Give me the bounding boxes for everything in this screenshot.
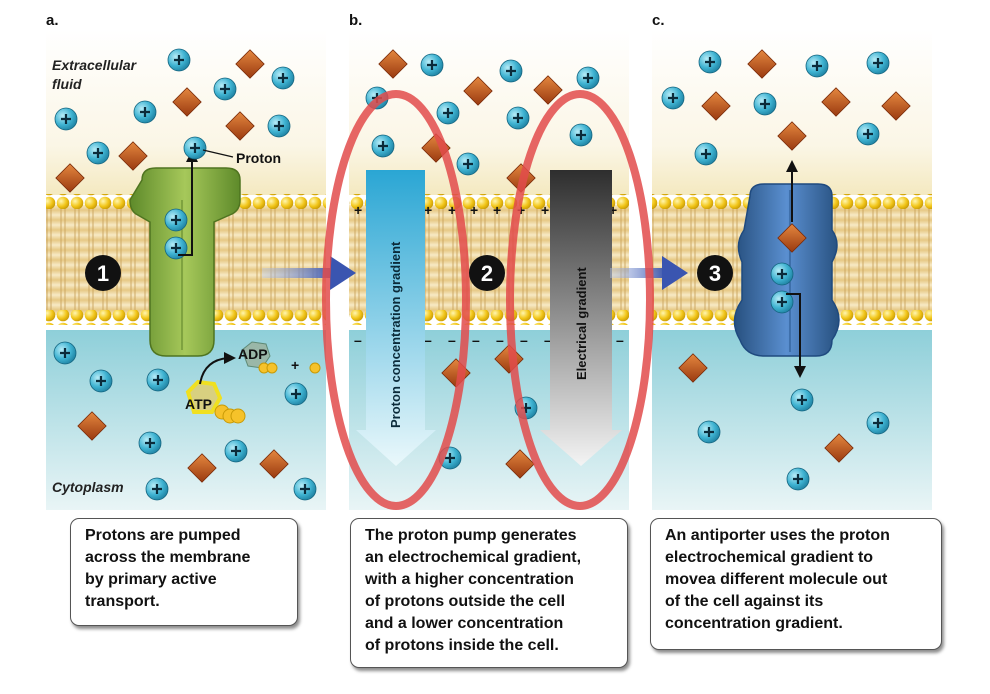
svg-text:–: – (616, 332, 624, 348)
svg-text:+: + (424, 202, 432, 218)
svg-text:+: + (470, 202, 478, 218)
step-circle-1: 1 (85, 255, 121, 291)
caption-c-line: of the cell against its (665, 593, 824, 610)
caption-c-line: electrochemical gradient to (665, 549, 874, 566)
svg-text:+: + (493, 202, 501, 218)
svg-text:+: + (448, 202, 456, 218)
adp-complex: ADP + (238, 341, 321, 374)
caption-b-line: The proton pump generates (365, 527, 577, 544)
atp-to-adp-arrow (199, 352, 236, 385)
caption-c-line: movea different molecule out (665, 571, 888, 588)
panel-letter-a: a. (46, 12, 59, 29)
caption-b-line: of protons outside the cell (365, 593, 566, 610)
caption-panel-a: Protons are pumped across the membrane b… (70, 518, 298, 626)
caption-a-line: by primary active (85, 571, 217, 588)
electrical-gradient-label: Electrical gradient (574, 267, 589, 380)
caption-b-line: with a higher concentration (365, 571, 574, 588)
caption-b-line: and a lower concentration (365, 615, 564, 632)
proton-callout: Proton (183, 136, 281, 166)
svg-text:–: – (544, 332, 552, 348)
caption-b-line: of protons inside the cell. (365, 637, 559, 654)
antiporter-molecule-path (777, 160, 807, 253)
antiporter-proton-path (770, 262, 806, 378)
electrical-gradient-arrow (540, 170, 622, 466)
caption-a-line: Protons are pumped (85, 527, 241, 544)
svg-text:–: – (520, 332, 528, 348)
atp-label: ATP (185, 396, 212, 412)
caption-panel-c: An antiporter uses the proton electroche… (650, 518, 942, 650)
svg-text:–: – (472, 332, 480, 348)
atp-complex: ATP (185, 379, 246, 424)
connector-arrow-b-to-c (610, 256, 688, 290)
step-number-3: 3 (709, 261, 721, 286)
svg-text:–: – (424, 332, 432, 348)
svg-text:–: – (354, 332, 362, 348)
phosphate-plus: + (291, 357, 299, 373)
proton-gradient-arrow (356, 170, 436, 466)
svg-text:+: + (517, 202, 525, 218)
cytoplasm-label: Cytoplasm (52, 479, 124, 495)
highlight-ring-proton-gradient (322, 90, 470, 510)
caption-a-line: transport. (85, 593, 160, 610)
extracellular-label-line-1: Extracellular (52, 57, 137, 73)
adp-label: ADP (238, 346, 268, 362)
step-number-1: 1 (97, 261, 109, 286)
svg-text:+: + (609, 202, 617, 218)
extracellular-fluid-label: Extracellular fluid (52, 56, 136, 94)
svg-text:–: – (496, 332, 504, 348)
step-circle-2: 2 (469, 255, 505, 291)
connector-arrow-a-to-b (262, 256, 356, 290)
caption-b-line: an electrochemical gradient, (365, 549, 582, 566)
svg-text:+: + (541, 202, 549, 218)
svg-text:–: – (448, 332, 456, 348)
step-circle-3: 3 (697, 255, 733, 291)
proton-gradient-label: Proton concentration gradient (388, 241, 403, 428)
highlight-ring-electrical-gradient (506, 90, 654, 510)
proton-label: Proton (236, 150, 281, 166)
caption-a-line: across the membrane (85, 549, 251, 566)
extracellular-label-line-2: fluid (52, 76, 82, 92)
caption-c-line: An antiporter uses the proton (665, 527, 890, 544)
step-number-2: 2 (481, 261, 493, 286)
caption-c-line: concentration gradient. (665, 615, 843, 632)
panel-letter-b: b. (349, 12, 363, 29)
svg-text:+: + (354, 202, 362, 218)
caption-panel-b: The proton pump generates an electrochem… (350, 518, 628, 668)
panel-letter-c: c. (652, 12, 665, 29)
